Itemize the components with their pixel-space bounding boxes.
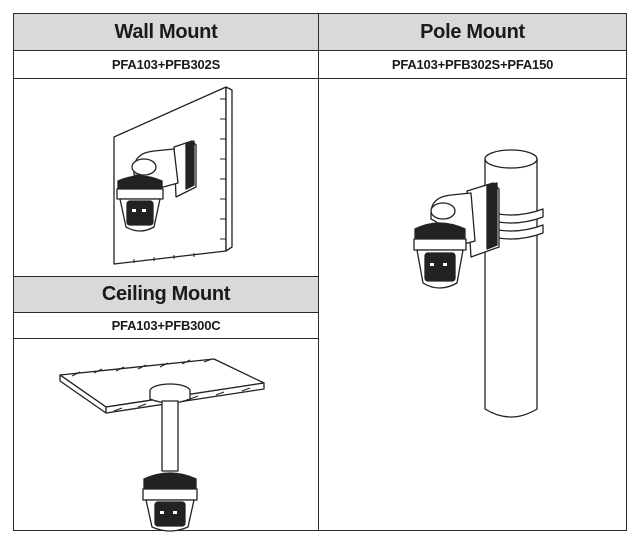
row-divider (14, 312, 318, 313)
row-divider (14, 338, 318, 339)
wall-mount-model: PFA103+PFB302S (111, 57, 221, 72)
pole-mounted-camera-icon (413, 149, 544, 418)
pole-mount-model: PFA103+PFB302S+PFA150 (391, 57, 554, 72)
mount-table: Wall Mount Pole Mount PFA103+PFB302S PFA… (13, 13, 627, 532)
row-divider (14, 78, 626, 79)
pole-mount-header: Pole Mount (319, 14, 626, 50)
ceiling-mount-header: Ceiling Mount (14, 277, 318, 312)
ceiling-mount-model: PFA103+PFB300C (111, 318, 221, 333)
wall-mount-header: Wall Mount (14, 14, 318, 50)
wall-mounted-camera-icon (113, 86, 233, 265)
row-divider (14, 50, 626, 51)
row-divider (14, 276, 318, 277)
column-divider (318, 14, 319, 530)
ceiling-mounted-camera-icon (59, 358, 265, 532)
